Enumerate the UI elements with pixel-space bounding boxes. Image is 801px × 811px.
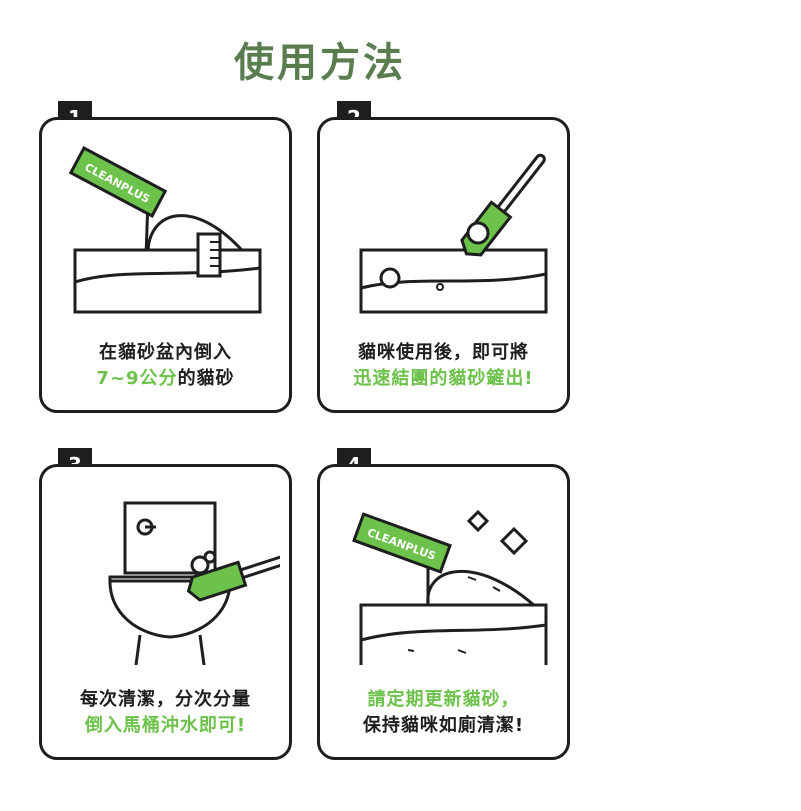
- step-card-1: CLEANPLUS 在貓砂盆內倒入 7~9公分的貓砂: [39, 117, 292, 413]
- step-caption: 請定期更新貓砂， 保持貓咪如廁清潔!: [362, 689, 525, 736]
- step-caption: 貓咪使用後，即可將 迅速結團的貓砂鏟出!: [353, 342, 534, 389]
- toilet-flush-icon: [108, 501, 280, 665]
- scoop-icon: [186, 552, 280, 602]
- scoop-litter-icon: [359, 153, 548, 314]
- step-card-2: 貓咪使用後，即可將 迅速結團的貓砂鏟出!: [317, 117, 570, 413]
- sparkle-icon: [499, 526, 529, 556]
- sparkle-icon: [466, 509, 490, 533]
- step-card-4: CLEANPLUS 請定期更新貓砂， 保持貓咪如廁清潔!: [317, 464, 570, 760]
- refill-litter-icon: CLEANPLUS: [352, 509, 548, 665]
- litter-bag-icon: CLEANPLUS: [352, 512, 452, 574]
- scoop-icon: [460, 153, 546, 257]
- step-caption: 在貓砂盆內倒入 7~9公分的貓砂: [96, 342, 235, 389]
- litter-box-pour-icon: CLEANPLUS: [68, 146, 262, 314]
- step-caption: 每次清潔，分次分量 倒入馬桶沖水即可!: [80, 689, 251, 736]
- litter-bag-icon: CLEANPLUS: [68, 146, 168, 218]
- page-title: 使用方法: [234, 40, 406, 86]
- step-card-3: 每次清潔，分次分量 倒入馬桶沖水即可!: [39, 464, 292, 760]
